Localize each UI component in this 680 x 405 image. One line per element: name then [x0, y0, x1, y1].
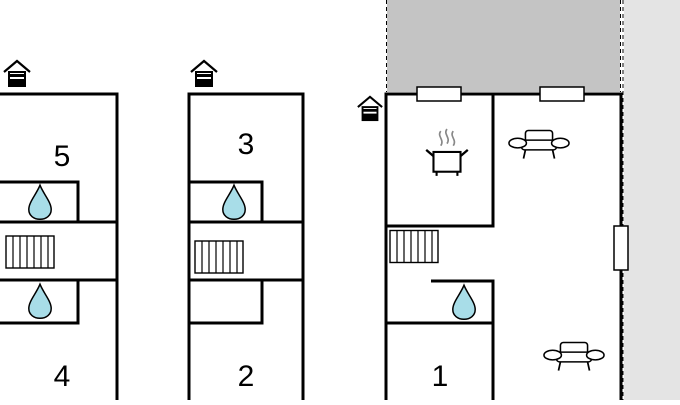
sofa-icon — [508, 129, 570, 160]
staircase-icon — [389, 229, 439, 264]
window-icon — [613, 225, 629, 271]
water-drop-icon — [28, 184, 52, 221]
house-entrance-icon — [356, 95, 384, 122]
cooking-pot-icon — [425, 127, 469, 178]
room-label-3: 3 — [238, 128, 255, 161]
water-drop-icon — [452, 284, 476, 321]
room-label-4: 4 — [54, 360, 71, 393]
house-entrance-icon — [2, 59, 32, 88]
staircase-icon — [194, 240, 244, 274]
window-icon — [416, 86, 462, 102]
sofa-icon — [543, 341, 605, 372]
water-drop-icon — [222, 184, 246, 221]
unit-right: 1 — [356, 86, 629, 400]
staircase-icon — [5, 235, 55, 269]
window-icon — [539, 86, 585, 102]
room-label-2: 2 — [238, 360, 255, 393]
house-entrance-icon — [189, 59, 219, 88]
room-label-1: 1 — [432, 360, 449, 393]
terrace — [387, 0, 620, 92]
water-drop-icon — [28, 283, 52, 320]
unit-left: 5 4 — [0, 59, 119, 400]
unit-middle: 3 2 — [187, 59, 305, 400]
room-label-5: 5 — [54, 140, 71, 173]
border-strip — [624, 0, 680, 400]
